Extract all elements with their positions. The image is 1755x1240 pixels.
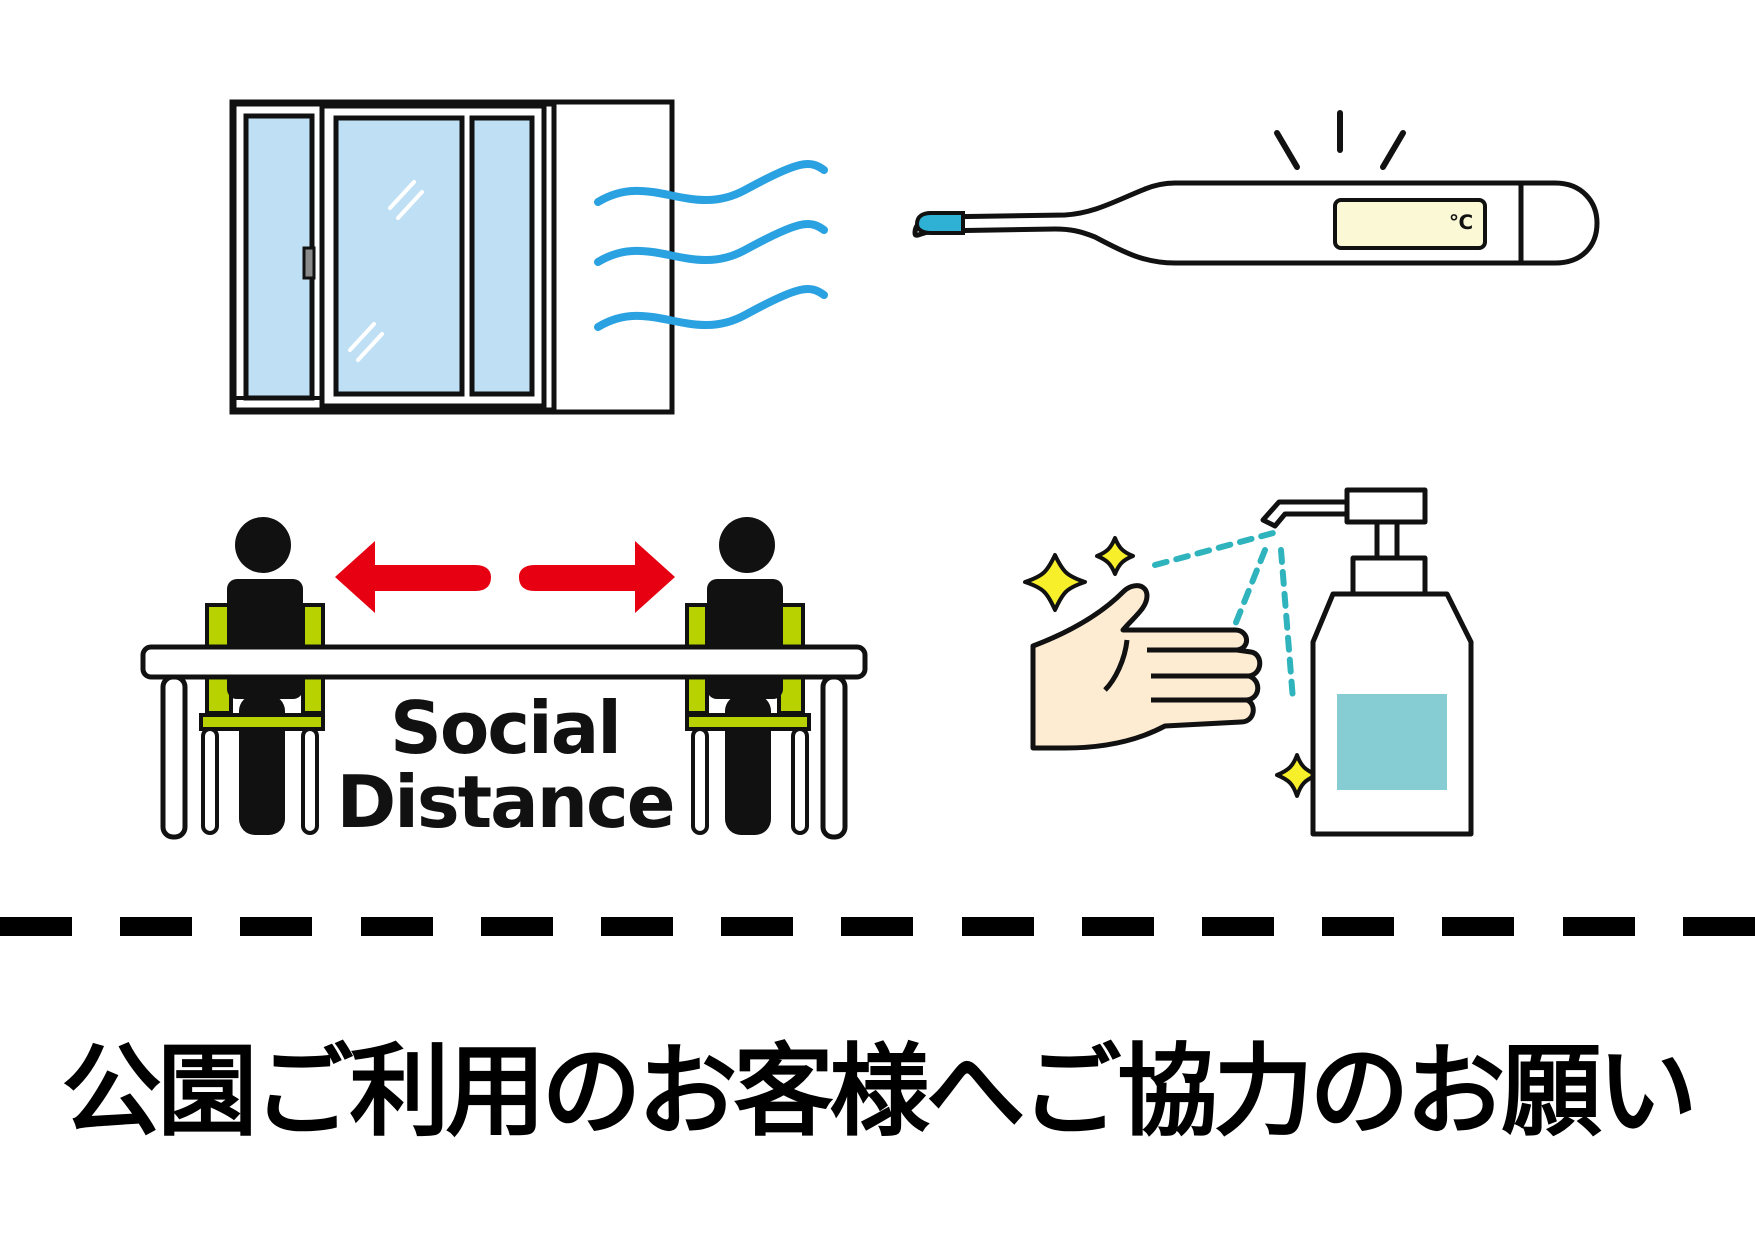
hand-sanitizer-icon [1023, 487, 1474, 837]
window-pane-center [333, 115, 465, 397]
window-pane-left [243, 113, 315, 401]
thermometer-display [1333, 198, 1487, 250]
social-distance-icon: Social Distance [140, 517, 868, 844]
open-window-airflow-icon [229, 99, 828, 415]
thermometer-illustration: ℃ [905, 105, 1605, 305]
distance-arrows-icon [335, 541, 675, 613]
thermometer-icon: ℃ [912, 110, 1600, 266]
social-distance-illustration: Social Distance [135, 505, 875, 845]
bottle-label [1337, 694, 1447, 790]
hand-icon [1030, 583, 1263, 751]
sparkle-icon [1023, 536, 1319, 798]
temperature-unit-label: ℃ [1449, 210, 1473, 234]
window-handle [302, 246, 316, 280]
table-icon [140, 644, 868, 840]
thermometer-body [912, 180, 1600, 266]
sanitize-illustration [1015, 480, 1575, 845]
airflow-icon [594, 160, 828, 331]
notice-title: 公園ご利用のお客様へご協力のお願い [61, 1033, 1698, 1150]
dashed-divider [0, 917, 1755, 937]
social-label: Social [390, 686, 620, 770]
ventilation-illustration [220, 90, 840, 420]
sanitizer-bottle-icon [1260, 487, 1474, 837]
distance-label: Distance [336, 760, 673, 844]
thermometer-tip [914, 211, 965, 235]
window-pane-right [469, 115, 535, 397]
